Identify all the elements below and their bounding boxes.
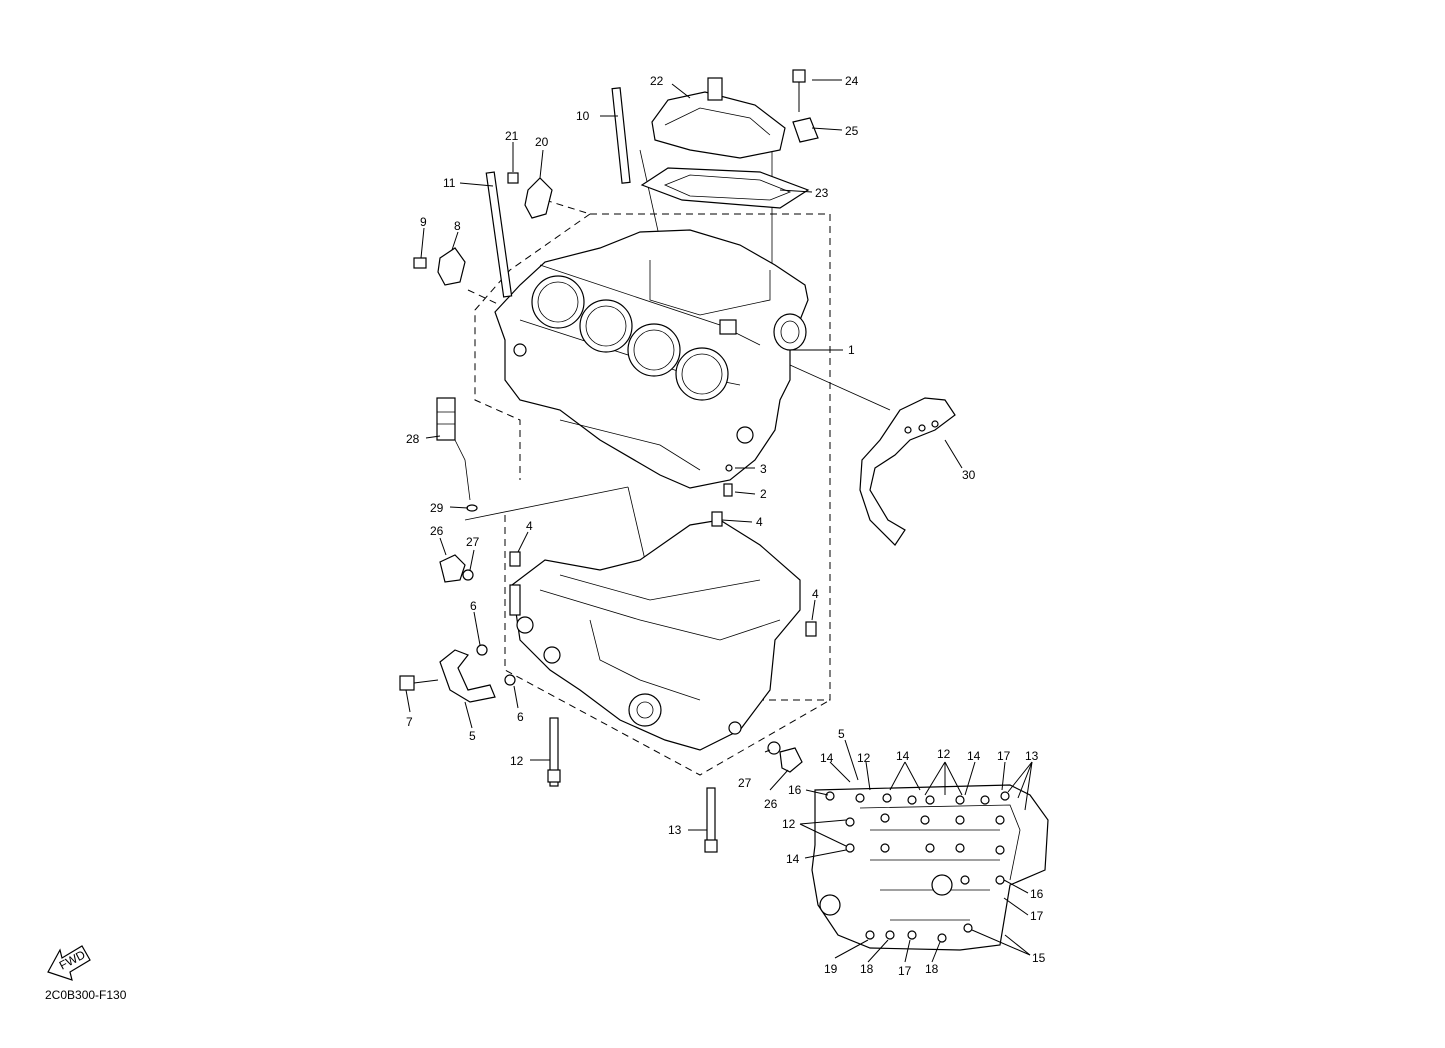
upper-hardware bbox=[413, 69, 819, 497]
callout-label: 26 bbox=[430, 524, 444, 538]
callout-label: 9 bbox=[420, 215, 427, 229]
callout-label: 13 bbox=[1025, 749, 1039, 763]
callout-label: 3 bbox=[760, 462, 767, 476]
leader-lines bbox=[405, 79, 1033, 963]
callout-label: 6 bbox=[517, 710, 524, 724]
callout-label: 1 bbox=[848, 343, 855, 357]
callout-label: 24 bbox=[845, 74, 859, 88]
callout-label: 17 bbox=[997, 749, 1011, 763]
callout-label: 14 bbox=[967, 749, 981, 763]
callout-label: 7 bbox=[406, 715, 413, 729]
callout-label: 29 bbox=[430, 501, 444, 515]
callout-label: 16 bbox=[1030, 887, 1044, 901]
callout-label: 4 bbox=[526, 519, 533, 533]
callout-label: 30 bbox=[962, 468, 976, 482]
callout-label: 27 bbox=[738, 776, 752, 790]
callout-label: 14 bbox=[896, 749, 910, 763]
callout-label: 22 bbox=[650, 74, 664, 88]
diagram-part-code: 2C0B300-F130 bbox=[45, 988, 127, 1002]
callout-label: 12 bbox=[510, 754, 524, 768]
callout-label: 2 bbox=[760, 487, 767, 501]
callout-label: 20 bbox=[535, 135, 549, 149]
callout-label: 17 bbox=[1030, 909, 1044, 923]
callout-labels: 22 24 10 25 21 20 11 23 9 8 1 28 30 3 2 … bbox=[406, 74, 1046, 978]
callout-label: 18 bbox=[860, 962, 874, 976]
bolt-pattern-inset bbox=[811, 784, 1049, 951]
callout-label: 13 bbox=[668, 823, 682, 837]
callout-label: 16 bbox=[788, 783, 802, 797]
callout-label: 14 bbox=[786, 852, 800, 866]
callout-label: 26 bbox=[764, 797, 778, 811]
callout-label: 21 bbox=[505, 129, 519, 143]
callout-label: 23 bbox=[815, 186, 829, 200]
callout-label: 5 bbox=[469, 729, 476, 743]
inset-bolt-heads bbox=[825, 791, 1010, 943]
callout-label: 4 bbox=[756, 515, 763, 529]
lower-crankcase bbox=[509, 519, 801, 751]
callout-label: 27 bbox=[466, 535, 480, 549]
lower-hardware bbox=[399, 511, 817, 853]
breather-cover bbox=[640, 77, 810, 209]
callout-label: 12 bbox=[937, 747, 951, 761]
shift-fork bbox=[859, 397, 956, 546]
callout-label: 17 bbox=[898, 964, 912, 978]
callout-label: 19 bbox=[824, 962, 838, 976]
assembly-guides bbox=[464, 145, 891, 776]
fwd-arrow-icon: FWD bbox=[47, 945, 91, 981]
callout-label: 15 bbox=[1032, 951, 1046, 965]
oil-sensor bbox=[436, 397, 478, 512]
callout-label: 4 bbox=[812, 587, 819, 601]
callout-label: 14 bbox=[820, 751, 834, 765]
callout-label: 25 bbox=[845, 124, 859, 138]
callout-label: 10 bbox=[576, 109, 590, 123]
callout-label: 11 bbox=[443, 176, 456, 190]
callout-label: 6 bbox=[470, 599, 477, 613]
callout-label: 12 bbox=[782, 817, 796, 831]
callout-label: 5 bbox=[838, 727, 845, 741]
callout-label: 8 bbox=[454, 219, 461, 233]
callout-label: 18 bbox=[925, 962, 939, 976]
callout-label: 12 bbox=[857, 751, 871, 765]
callout-label: 28 bbox=[406, 432, 420, 446]
upper-crankcase bbox=[494, 229, 809, 489]
